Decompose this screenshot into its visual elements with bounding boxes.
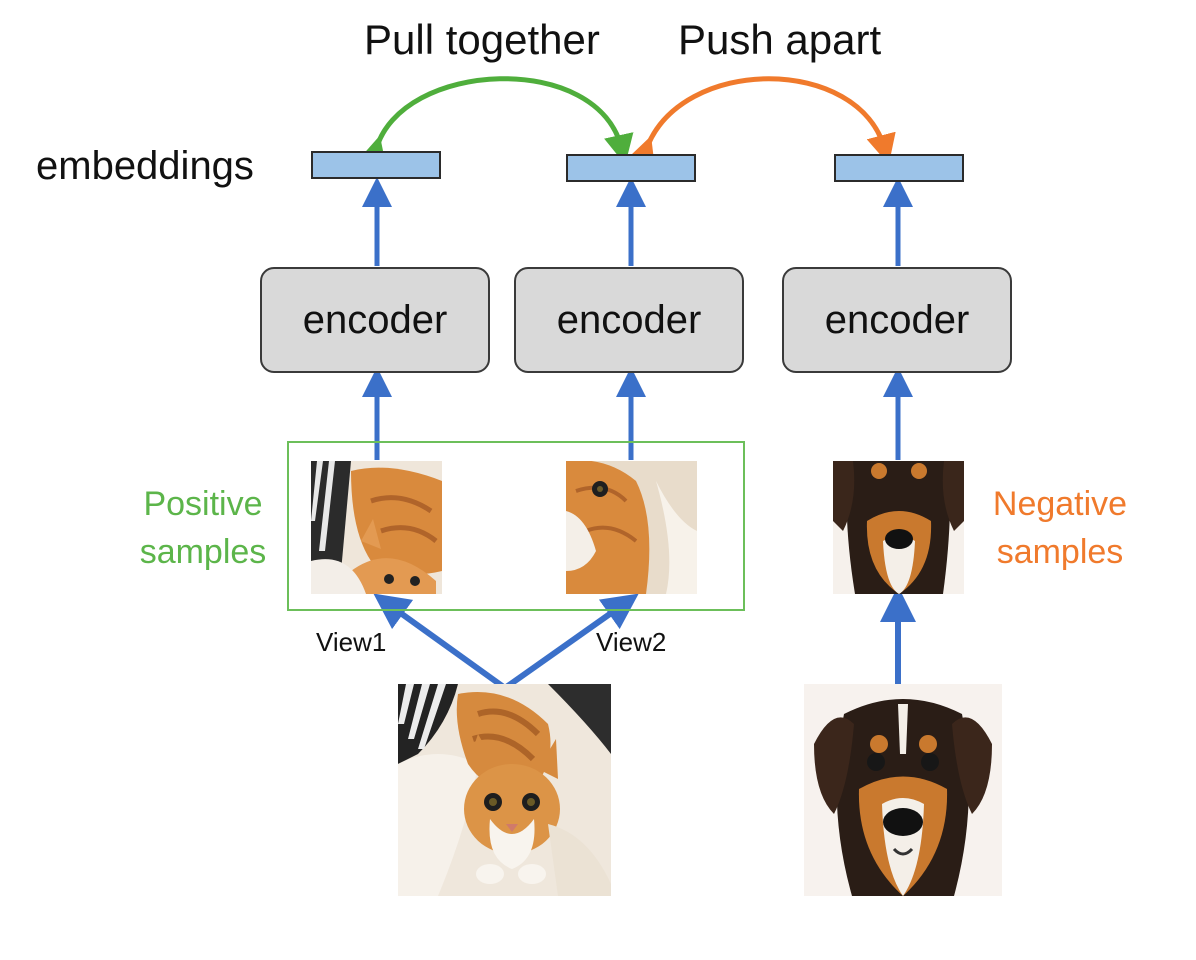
cat-view2-image bbox=[566, 461, 697, 594]
embedding-vector-2 bbox=[566, 154, 696, 182]
positive-label-line1: Positive bbox=[143, 485, 263, 523]
encoder-1: encoder bbox=[260, 267, 490, 373]
negative-label-line1: Negative bbox=[992, 485, 1128, 523]
arrow-src-view2 bbox=[503, 593, 639, 691]
pull-together-arrow bbox=[357, 76, 634, 169]
arrow-src-view1 bbox=[373, 593, 507, 691]
dog-source-image bbox=[804, 684, 1002, 896]
negative-samples-label: Negative samples bbox=[978, 480, 1142, 576]
dog-negative-image bbox=[833, 461, 964, 594]
positive-samples-label: Positive samples bbox=[128, 480, 278, 576]
view1-label: View1 bbox=[316, 627, 387, 657]
cat-view1-image bbox=[311, 461, 442, 594]
encoder-2: encoder bbox=[514, 267, 744, 373]
embeddings-label: embeddings bbox=[36, 144, 254, 188]
cat-source-image bbox=[398, 684, 611, 896]
push-apart-arrow bbox=[626, 76, 896, 170]
positive-samples-box bbox=[287, 441, 745, 611]
embedding-vector-1 bbox=[311, 151, 441, 179]
negative-label-line2: samples bbox=[996, 533, 1124, 571]
pull-together-label: Pull together bbox=[364, 16, 600, 63]
encoder-3: encoder bbox=[782, 267, 1012, 373]
positive-label-line2: samples bbox=[139, 533, 267, 571]
push-apart-label: Push apart bbox=[678, 16, 882, 63]
view2-label: View2 bbox=[596, 627, 667, 657]
embedding-vector-3 bbox=[834, 154, 964, 182]
